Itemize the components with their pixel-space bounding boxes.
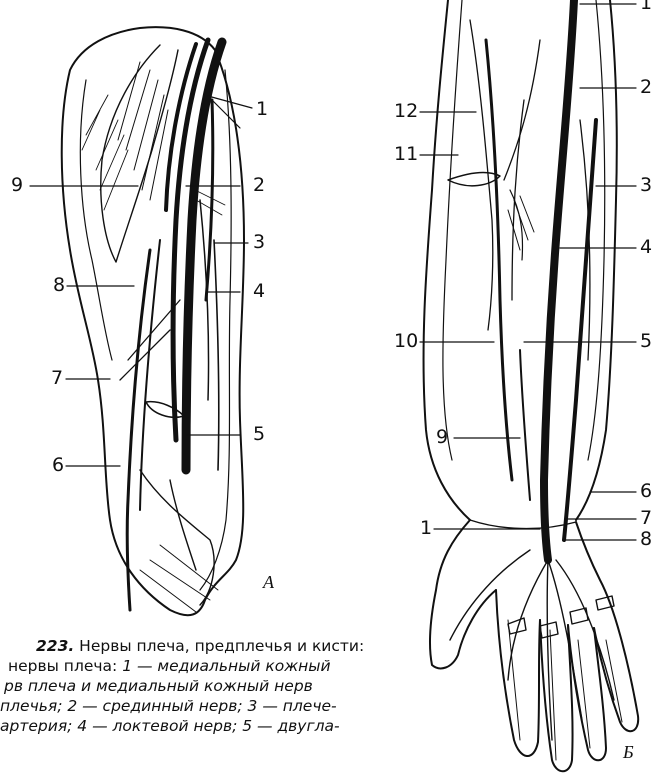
label-b-9: 9: [436, 428, 448, 447]
figure-a-illustration: [30, 27, 252, 615]
label-b-1-wrist: 1: [420, 519, 432, 538]
caption-line-2: нервы плеча: 1 — медиальный кожный: [8, 656, 395, 676]
panel-letter-a: А: [263, 572, 274, 593]
figure-caption: 223. Нервы плеча, предплечья и кисти: не…: [0, 636, 395, 777]
label-a-7: 7: [51, 369, 63, 388]
label-b-11: 11: [394, 145, 418, 164]
label-a-1: 1: [256, 100, 268, 119]
label-a-6: 6: [52, 456, 64, 475]
label-a-5: 5: [253, 425, 265, 444]
label-a-4: 4: [253, 282, 265, 301]
figure-number: 223.: [36, 637, 74, 655]
label-b-12: 12: [394, 102, 418, 121]
label-a-3: 3: [253, 233, 265, 252]
label-a-2: 2: [253, 176, 265, 195]
label-b-4: 4: [640, 238, 652, 257]
label-b-8: 8: [640, 530, 652, 549]
label-b-10: 10: [394, 332, 418, 351]
label-b-6: 6: [640, 482, 652, 501]
figure-b-illustration: [420, 0, 638, 771]
panel-letter-b: Б: [623, 742, 634, 763]
label-a-8: 8: [53, 276, 65, 295]
label-b-1-top: 1: [640, 0, 652, 13]
label-b-3: 3: [640, 176, 652, 195]
caption-line-3: рв плеча и медиальный кожный нерв: [4, 676, 395, 696]
label-b-2: 2: [640, 78, 652, 97]
label-b-7: 7: [640, 509, 652, 528]
label-a-9: 9: [11, 176, 23, 195]
caption-line-2-plain: нервы плеча:: [8, 657, 122, 675]
caption-title: Нервы плеча, предплечья и кисти:: [74, 637, 364, 655]
label-b-5: 5: [640, 332, 652, 351]
caption-line-5: артерия; 4 — локтевой нерв; 5 — двугла-: [0, 716, 395, 736]
caption-line-2-italic: 1 — медиальный кожный: [122, 657, 330, 675]
caption-line-1: 223. Нервы плеча, предплечья и кисти:: [36, 636, 395, 656]
caption-line-4: плечья; 2 — срединный нерв; 3 — плече-: [0, 696, 395, 716]
